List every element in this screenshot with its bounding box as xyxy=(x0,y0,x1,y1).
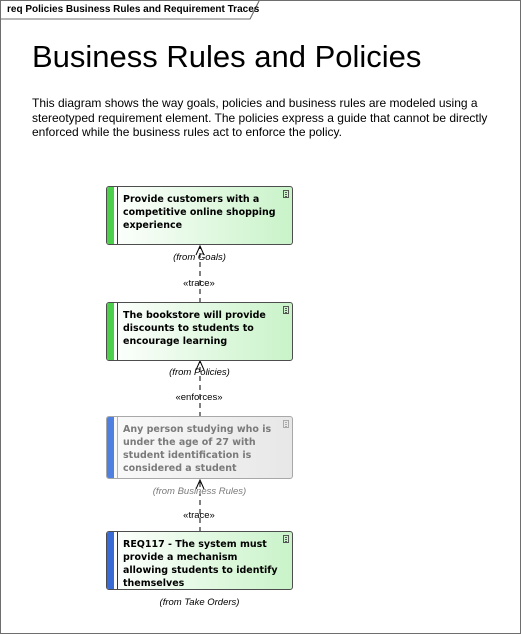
stereotype-stripe xyxy=(107,417,114,478)
element-package-label: (from Policies) xyxy=(169,367,230,378)
stripe-divider xyxy=(117,417,118,478)
collapse-icon[interactable] xyxy=(283,535,289,543)
stereotype-stripe xyxy=(107,532,114,589)
enforces-connector[interactable] xyxy=(195,359,205,417)
connector-stereotype-label: «trace» xyxy=(183,510,215,521)
connector-stereotype-label: «enforces» xyxy=(175,392,223,403)
diagram-description: This diagram shows the way goals, polici… xyxy=(32,96,488,139)
diagram-tab-outline xyxy=(1,1,260,20)
stripe-divider xyxy=(117,303,118,360)
collapse-icon[interactable] xyxy=(283,190,289,198)
requirement-text: The bookstore will provide discounts to … xyxy=(123,310,266,347)
requirement-text: Provide customers with a competitive onl… xyxy=(123,194,276,231)
collapse-icon[interactable] xyxy=(283,306,289,314)
stereotype-stripe xyxy=(107,303,114,360)
requirement-policy[interactable]: The bookstore will provide discounts to … xyxy=(106,302,293,361)
stereotype-stripe xyxy=(107,187,114,244)
business-rule[interactable]: Any person studying who is under the age… xyxy=(106,416,293,479)
connector-stereotype-label: «trace» xyxy=(183,278,215,289)
diagram-tab-label: req Policies Business Rules and Requirem… xyxy=(7,4,260,15)
collapse-icon[interactable] xyxy=(283,420,289,428)
diagram-title: Business Rules and Policies xyxy=(32,39,422,74)
requirement-text: REQ117 - The system must provide a mecha… xyxy=(123,539,278,589)
trace-connector-2[interactable] xyxy=(195,478,205,532)
requirement-goal[interactable]: Provide customers with a competitive onl… xyxy=(106,186,293,245)
stripe-divider xyxy=(117,187,118,244)
element-package-label: (from Goals) xyxy=(173,252,226,263)
stripe-divider xyxy=(117,532,118,589)
element-package-label: (from Take Orders) xyxy=(159,597,240,608)
requirement-text: Any person studying who is under the age… xyxy=(123,424,272,474)
element-package-label: (from Business Rules) xyxy=(152,486,247,497)
requirement-req117[interactable]: REQ117 - The system must provide a mecha… xyxy=(106,531,293,590)
trace-connector-1[interactable] xyxy=(195,244,205,303)
